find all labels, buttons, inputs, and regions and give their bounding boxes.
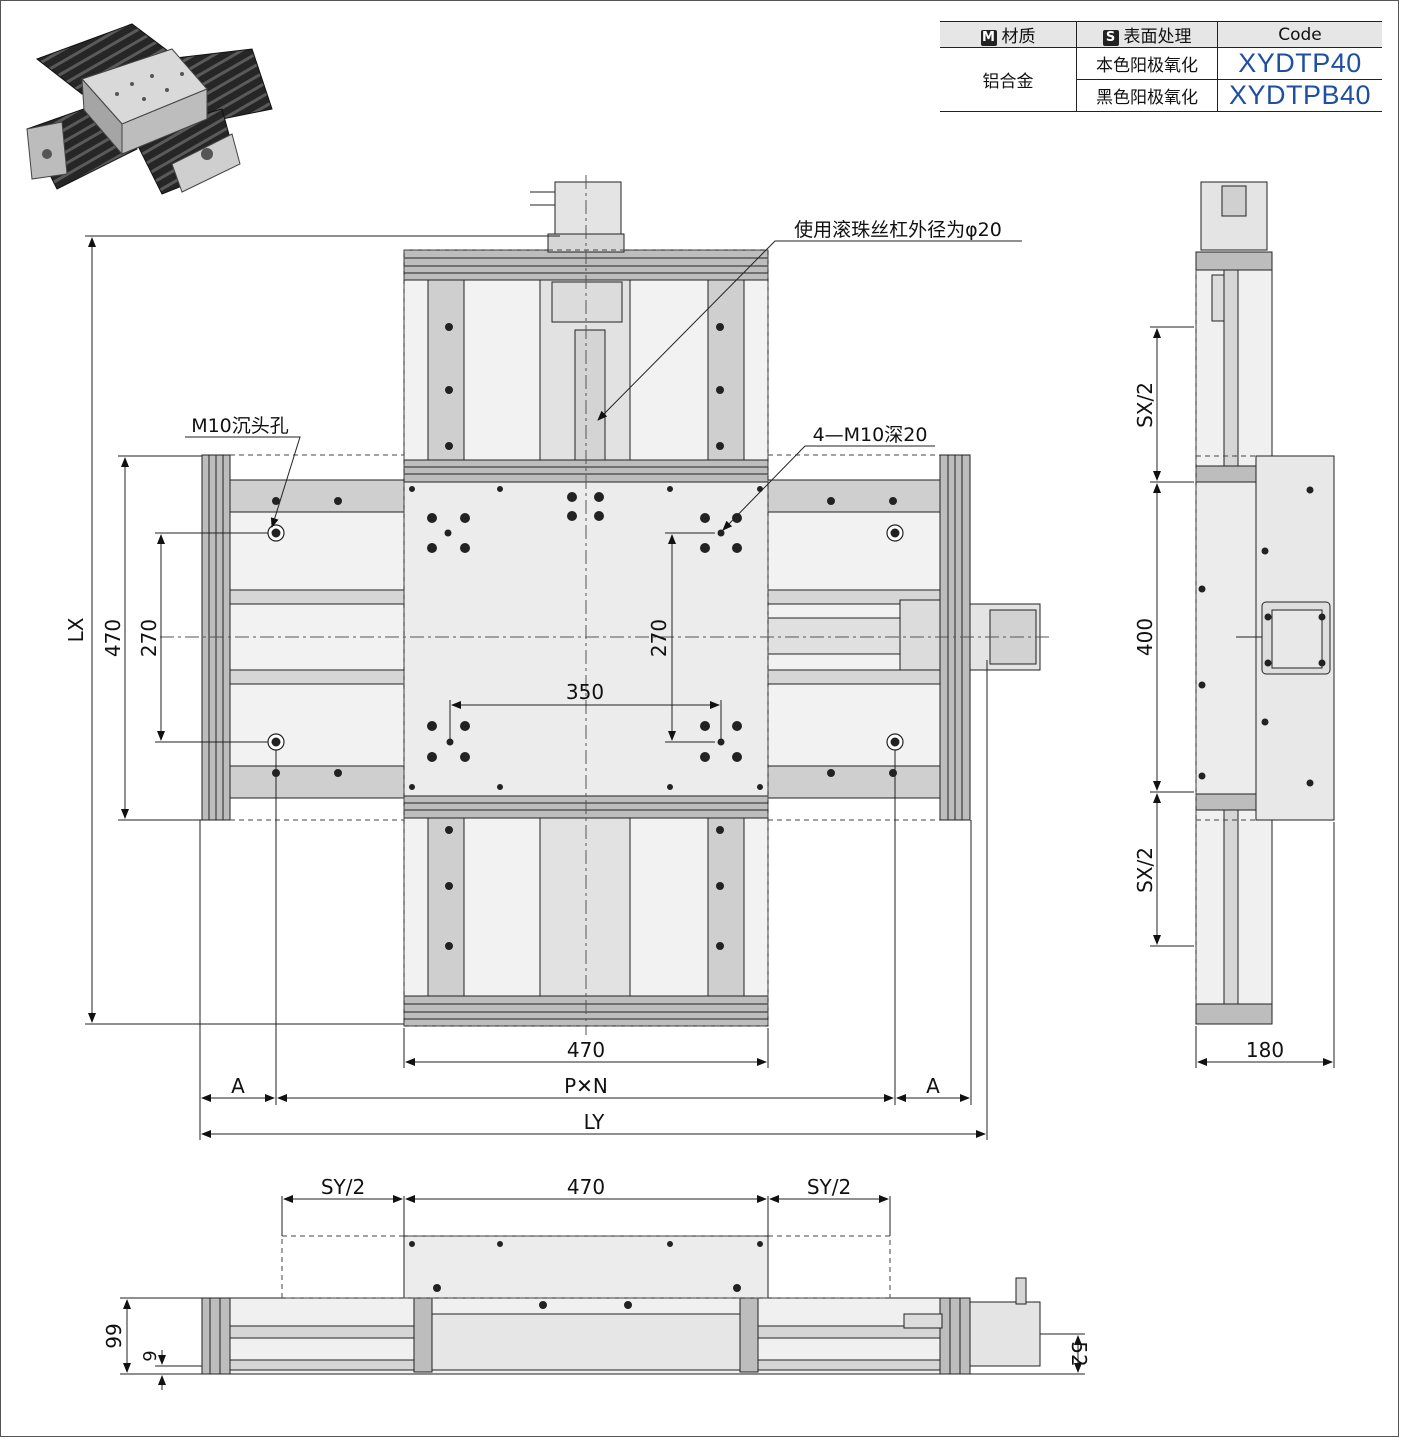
bellows-top [403, 249, 769, 483]
holes [267, 323, 904, 950]
top-dimensions [85, 235, 1022, 1140]
material-value: 铝合金 [940, 47, 1077, 112]
treatment-value: 本色阳极氧化 [1076, 47, 1218, 80]
material-badge-icon: M [980, 30, 997, 46]
product-code[interactable]: XYDTPB40 [1217, 79, 1382, 112]
motor-x [554, 181, 622, 235]
dim-470-side: 470 [567, 1175, 605, 1199]
dim-470-bottom: 470 [567, 1038, 605, 1062]
treatment-value: 黑色阳极氧化 [1076, 79, 1218, 112]
dim-sy2-left: SY/2 [321, 1175, 365, 1199]
side-view [1150, 181, 1335, 1068]
dim-400: 400 [1133, 618, 1157, 656]
spec-row: 铝合金 本色阳极氧化 XYDTP40 [940, 47, 1382, 112]
dim-470-left: 470 [101, 619, 125, 657]
dim-sy2-right: SY/2 [807, 1175, 851, 1199]
surface-badge-icon: S [1102, 30, 1119, 46]
dim-a-left: A [231, 1074, 245, 1098]
dim-sx2-bottom: SX/2 [1133, 847, 1157, 893]
dim-9: 9 [140, 1350, 161, 1361]
product-code[interactable]: XYDTP40 [1217, 47, 1382, 80]
ball-screw-callout: 使用滚珠丝杠外径为φ20 [794, 219, 1002, 241]
tapped-holes-callout: 4—M10深20 [813, 424, 928, 446]
dim-ly: LY [584, 1110, 605, 1134]
ball-screw [574, 329, 606, 461]
dim-sx2-top: SX/2 [1133, 382, 1157, 428]
dim-a-right: A [926, 1074, 940, 1098]
top-view [160, 175, 1050, 1035]
spec-row: 黑色阳极氧化 XYDTPB40 [940, 79, 1382, 112]
dim-270-left: 270 [137, 619, 161, 657]
dim-180: 180 [1246, 1038, 1284, 1062]
dim-lx: LX [64, 617, 88, 642]
dim-pxn: P✕N [564, 1074, 608, 1098]
counterbore-callout: M10沉头孔 [191, 415, 289, 437]
dim-99: 99 [102, 1323, 126, 1348]
dim-350: 350 [566, 680, 604, 704]
front-view [120, 1195, 1085, 1390]
dim-270-center: 270 [647, 619, 671, 657]
product-photo [26, 23, 273, 195]
code-header: Code [1217, 21, 1382, 48]
dim-52: 52 [1067, 1341, 1091, 1366]
